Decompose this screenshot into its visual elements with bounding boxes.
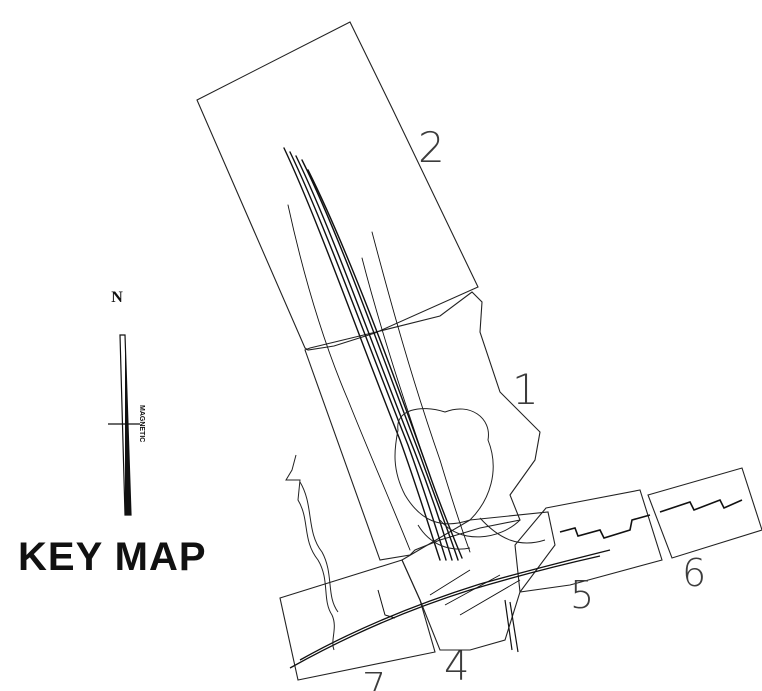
sheet-2-outline [196,21,479,351]
magnetic-label: MAGNETIC [138,405,145,442]
track-line [289,151,447,561]
stream-line [285,454,339,651]
north-label: N [111,289,123,306]
track-line [361,257,429,471]
sheet-outlines [196,21,762,681]
north-arrow: N MAGNETIC [108,289,145,516]
track-lines [283,147,471,561]
sheet-label-1: 1 [512,365,539,414]
sheet-label-5: 5 [570,573,594,617]
corridor-lines [289,498,743,669]
track-line [283,147,441,561]
map-title: KEY MAP [18,535,207,579]
station-area [394,408,546,550]
track-line [301,159,459,561]
sheet-6-outline [647,467,762,559]
sheet-label-4: 4 [444,644,469,690]
track-line [295,155,453,561]
sheet-7-outline [279,559,436,681]
sheet-1-outline [304,291,541,561]
sheet-5-outline [514,489,663,593]
sheet-label-7: 7 [362,665,386,691]
sheet-label-6: 6 [682,551,706,595]
sheet-4-outline [401,511,556,651]
track-line [371,231,471,553]
sheet-label-2: 2 [418,123,445,172]
track-line [287,204,411,551]
